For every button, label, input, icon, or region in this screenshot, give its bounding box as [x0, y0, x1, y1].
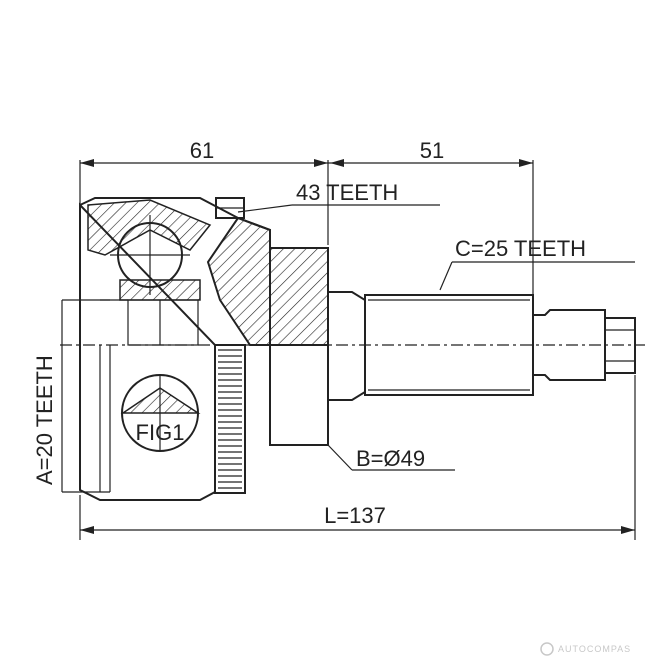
fig1-detail-circle [120, 374, 201, 452]
watermark: AUTOCOMPAS [540, 642, 631, 656]
watermark-text: AUTOCOMPAS [558, 644, 631, 654]
housing-lower-body [214, 344, 329, 494]
dimension-a [61, 299, 110, 493]
dimension-51-label: 51 [420, 138, 444, 163]
dimension-61-label: 61 [190, 138, 214, 163]
diameter-b-label: B=Ø49 [356, 446, 425, 471]
abs-tone-ring-teeth [218, 349, 242, 489]
fig1-label: FIG1 [136, 420, 185, 445]
dimension-61 [79, 159, 329, 245]
dimension-l [79, 375, 636, 540]
spline-c-label: C=25 TEETH [455, 236, 586, 261]
axle-shaft [328, 291, 636, 401]
spline-a-label: A=20 TEETH [32, 355, 57, 485]
outer-teeth-label: 43 TEETH [296, 180, 398, 205]
dimension-51 [328, 159, 534, 300]
cv-housing [79, 197, 329, 501]
leader-lines [237, 204, 635, 471]
total-length-label: L=137 [324, 503, 386, 528]
